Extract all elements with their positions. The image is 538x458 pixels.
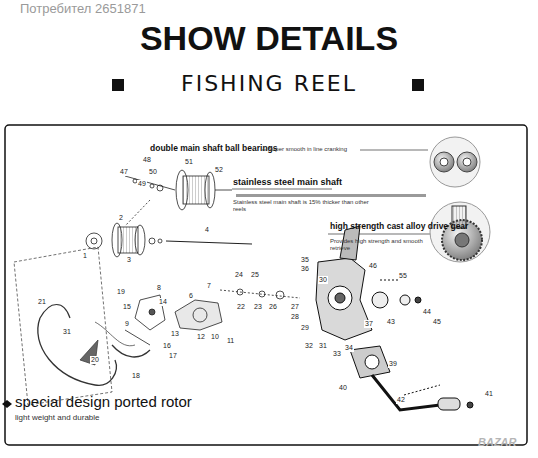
callout-heading: double main shaft ball bearings bbox=[150, 144, 278, 153]
callout-number: 27 bbox=[290, 303, 300, 311]
callout-number: 50 bbox=[148, 168, 158, 176]
title: SHOW DETAILS bbox=[140, 20, 398, 57]
callout-number: 41 bbox=[484, 390, 494, 398]
callout-number: 34 bbox=[344, 344, 354, 352]
callout-text: Super smooth in line cranking bbox=[268, 146, 347, 153]
callout-number: 48 bbox=[142, 156, 152, 164]
lower-spool bbox=[86, 200, 252, 257]
callout-number: 28 bbox=[290, 313, 300, 321]
heading-square bbox=[112, 79, 124, 91]
gear-photo bbox=[430, 202, 490, 262]
callout-number: 8 bbox=[156, 284, 162, 292]
callout-number: 35 bbox=[300, 256, 310, 264]
callout-number: 15 bbox=[122, 303, 132, 311]
callout-number: 37 bbox=[364, 320, 374, 328]
watermark: BAZAR bbox=[478, 436, 517, 448]
frame bbox=[5, 125, 527, 445]
callout-heading: high strength cast alloy drive gear bbox=[330, 222, 468, 231]
callout-number: 36 bbox=[300, 265, 310, 273]
callout-number: 29 bbox=[300, 324, 310, 332]
callout-text: Provides high strength and smooth retrie… bbox=[330, 238, 435, 251]
callout-number: 46 bbox=[368, 262, 378, 270]
callout-number: 9 bbox=[124, 320, 130, 328]
bail-wire bbox=[14, 247, 150, 405]
callout-number: 30 bbox=[318, 276, 328, 284]
callout-number: 43 bbox=[386, 318, 396, 326]
callout-number: 31 bbox=[318, 342, 328, 350]
callout-number: 24 bbox=[234, 271, 244, 279]
callout-number: 16 bbox=[162, 342, 172, 350]
callout-text: light weight and durable bbox=[15, 414, 100, 423]
callout-number: 45 bbox=[432, 318, 442, 326]
callout-number: 44 bbox=[422, 308, 432, 316]
shaft-photo bbox=[236, 194, 426, 197]
callout-number: 12 bbox=[196, 333, 206, 341]
callout-number: 10 bbox=[210, 333, 220, 341]
callout-number: 6 bbox=[188, 292, 194, 300]
handle bbox=[372, 375, 473, 410]
callout-number: 11 bbox=[226, 337, 235, 345]
callout-number: 52 bbox=[214, 166, 224, 174]
subtitle: FISHING REEL bbox=[181, 72, 357, 96]
callout-number: 25 bbox=[250, 271, 260, 279]
callout-number: 22 bbox=[236, 303, 246, 311]
callout-number: 26 bbox=[268, 303, 278, 311]
callout-number: 39 bbox=[388, 360, 398, 368]
callout-number: 40 bbox=[338, 384, 348, 392]
callout-number: 1 bbox=[82, 252, 88, 260]
callout-number: 20 bbox=[90, 356, 100, 364]
rotor bbox=[125, 289, 300, 345]
callout-number: 47 bbox=[119, 168, 129, 176]
callout-number: 7 bbox=[206, 282, 212, 290]
leader-lines bbox=[6, 150, 438, 420]
callout-number: 4 bbox=[204, 226, 210, 234]
callout-number: 51 bbox=[184, 158, 194, 166]
callout-number: 19 bbox=[116, 288, 126, 296]
callout-number: 14 bbox=[158, 298, 168, 306]
upper-spool bbox=[125, 170, 232, 210]
callout-heading: special design ported rotor bbox=[15, 394, 192, 411]
callout-text: Stainless steel main shaft is 15% thicke… bbox=[233, 199, 383, 212]
callout-number: 31 bbox=[62, 328, 72, 336]
callout-number: 32 bbox=[304, 342, 314, 350]
callout-number: 33 bbox=[332, 350, 342, 358]
callout-number: 3 bbox=[126, 256, 132, 264]
callout-number: 21 bbox=[37, 298, 47, 306]
callout-number: 18 bbox=[131, 372, 141, 380]
watermark: Потребител 2651871 bbox=[20, 2, 146, 16]
callout-heading: stainless steel main shaft bbox=[233, 178, 342, 188]
callout-number: 17 bbox=[168, 352, 178, 360]
callout-number: 55 bbox=[398, 272, 408, 280]
callout-number: 13 bbox=[170, 330, 180, 338]
bearing-photo bbox=[430, 137, 480, 187]
callout-number: 42 bbox=[396, 396, 406, 404]
callout-number: 2 bbox=[118, 214, 124, 222]
callout-number: 23 bbox=[253, 303, 263, 311]
bullet bbox=[2, 400, 12, 408]
callout-number: 49 bbox=[137, 180, 147, 188]
heading-square bbox=[412, 79, 424, 91]
